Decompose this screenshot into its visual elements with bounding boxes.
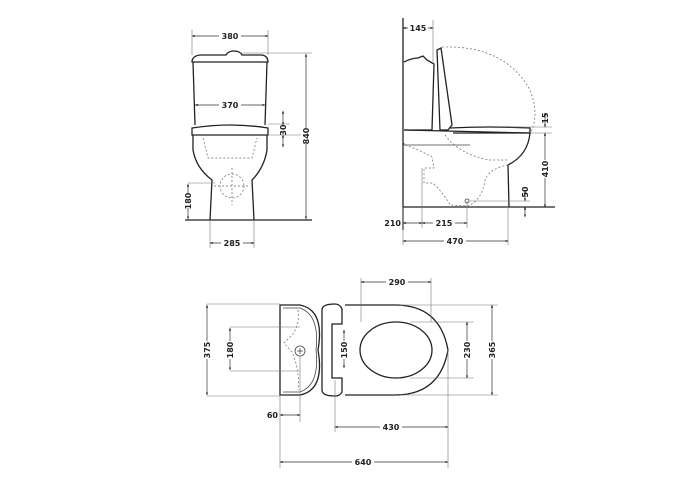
dim-230: 230 — [463, 341, 472, 358]
dim-150: 150 — [340, 341, 349, 358]
dim-380: 380 — [222, 32, 239, 41]
dim-60: 60 — [267, 411, 279, 420]
side-view: 145 15 410 50 210 215 470 — [384, 18, 555, 246]
dim-285: 285 — [224, 239, 241, 248]
dim-180-plan: 180 — [226, 341, 235, 358]
dim-215: 215 — [436, 219, 453, 228]
dim-50: 50 — [521, 186, 530, 198]
dim-430: 430 — [383, 423, 400, 432]
dim-375: 375 — [203, 341, 212, 358]
front-view: 380 370 30 840 180 285 — [183, 30, 312, 248]
plan-view: 375 180 150 290 230 365 60 430 640 — [202, 277, 498, 468]
dim-640: 640 — [355, 458, 372, 467]
dim-365: 365 — [488, 341, 497, 358]
dim-290: 290 — [389, 278, 406, 287]
dim-180-front: 180 — [184, 192, 193, 209]
dim-840: 840 — [302, 127, 311, 144]
dim-410: 410 — [541, 160, 550, 177]
dim-30: 30 — [279, 124, 288, 136]
dim-15: 15 — [541, 112, 550, 124]
dim-210: 210 — [384, 219, 401, 228]
dim-145: 145 — [410, 24, 427, 33]
dim-470: 470 — [447, 237, 464, 246]
dim-370: 370 — [222, 101, 239, 110]
